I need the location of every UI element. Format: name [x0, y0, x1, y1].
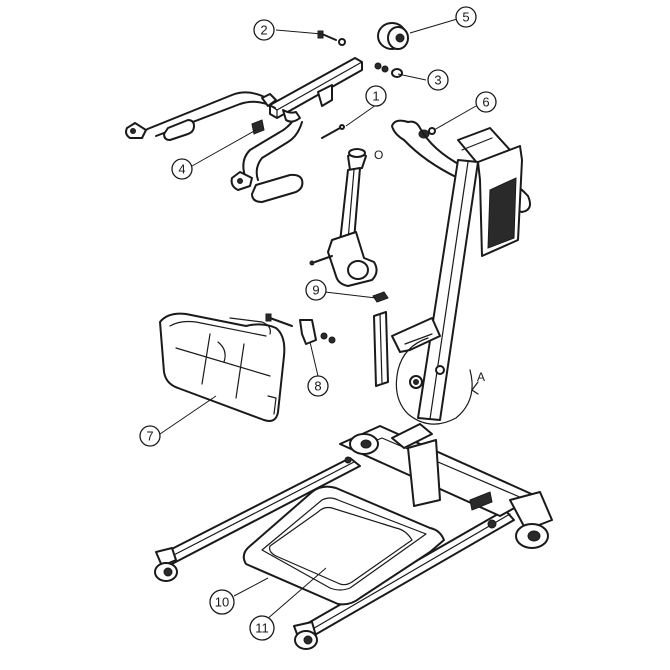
boom-arm-assembly	[125, 57, 363, 203]
callout-4: 4	[171, 158, 193, 180]
callout-4-label: 4	[178, 162, 185, 177]
leader-lines	[159, 16, 477, 621]
part-4-block	[251, 119, 265, 135]
leader-4	[191, 129, 257, 167]
leader-11	[265, 567, 327, 621]
leader-10	[233, 577, 269, 597]
leader-3	[397, 73, 427, 81]
part-7-seat-pad	[159, 312, 286, 422]
callout-6: 6	[475, 91, 497, 113]
part-1-pin	[321, 124, 345, 139]
callout-9: 9	[305, 279, 327, 301]
callout-1-label: 1	[372, 89, 379, 104]
leader-8	[309, 341, 319, 377]
callout-8: 8	[307, 375, 329, 397]
part-8-bracket-hardware	[265, 313, 336, 345]
caster-rear-right	[509, 491, 553, 549]
callout-5: 5	[455, 6, 477, 28]
caster-right-front	[293, 621, 318, 650]
leader-5	[409, 16, 465, 34]
leader-6	[433, 105, 477, 131]
callout-10-label: 10	[215, 595, 229, 610]
callout-7-label: 7	[146, 429, 153, 444]
part-2-screw	[317, 30, 346, 46]
callout-7: 7	[139, 425, 161, 447]
caster-left-front	[154, 547, 178, 582]
leader-9	[324, 291, 377, 299]
callout-6-label: 6	[482, 95, 489, 110]
callout-10: 10	[209, 589, 235, 615]
callout-5-label: 5	[462, 10, 469, 25]
callout-11: 11	[249, 615, 275, 641]
leader-1	[345, 104, 377, 127]
callout-9-label: 9	[312, 283, 319, 298]
mast-assembly	[373, 119, 531, 421]
detail-label: A	[477, 370, 485, 384]
callout-2: 2	[253, 19, 275, 41]
callout-3-label: 3	[434, 73, 441, 88]
callout-3: 3	[427, 69, 449, 91]
callout-11-label: 11	[255, 621, 269, 636]
base-assembly	[154, 423, 553, 650]
part-3-spacer	[374, 62, 403, 78]
caster-rear-left	[349, 433, 379, 455]
actuator	[309, 148, 378, 287]
small-o-label: O	[374, 148, 383, 162]
leader-7	[159, 395, 217, 435]
callout-1: 1	[365, 85, 387, 107]
callout-2-label: 2	[260, 23, 267, 38]
leader-2	[275, 29, 323, 35]
detail-circle-a: A	[395, 337, 485, 425]
part-5-knob	[377, 22, 409, 50]
callout-8-label: 8	[314, 379, 321, 394]
part-9-insert	[372, 291, 389, 303]
